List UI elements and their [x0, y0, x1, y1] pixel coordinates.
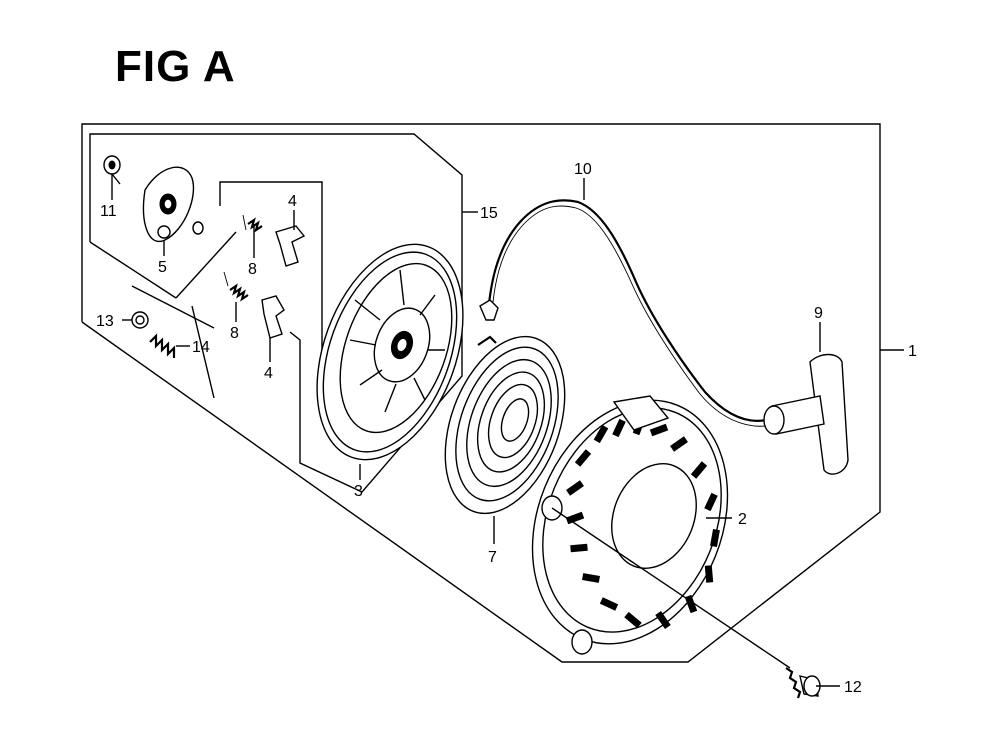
callout-14: 14 — [192, 339, 210, 356]
part-12-bolt — [785, 667, 821, 699]
callout-12: 12 — [844, 679, 862, 696]
part-10-starter-rope — [479, 199, 767, 427]
part-8-spring-lower — [223, 271, 249, 302]
callout-11: 11 — [100, 203, 117, 220]
callout-9: 9 — [814, 305, 823, 322]
figure-title: FIG A — [115, 42, 236, 91]
reel-subassembly-outline — [89, 133, 463, 493]
callout-7: 7 — [488, 549, 497, 566]
callout-5: 5 — [158, 259, 167, 276]
part-2-starter-case — [531, 395, 729, 655]
part-13-nut — [131, 311, 149, 329]
part-5-ratchet-plate — [142, 166, 204, 243]
callout-4-lower: 4 — [264, 365, 273, 382]
part-11-bolt — [103, 155, 121, 185]
callout-labels: 1 2 3 4 4 5 7 8 8 9 10 11 12 13 14 15 — [96, 161, 917, 696]
pawl-group-outline — [219, 181, 323, 384]
leader-lines — [111, 174, 904, 687]
callout-1: 1 — [908, 343, 917, 360]
part-7-recoil-spring — [444, 335, 566, 515]
part-9-starter-handle — [763, 353, 849, 475]
callout-13: 13 — [96, 313, 114, 330]
part-8-spring-upper — [242, 214, 263, 233]
callout-3: 3 — [354, 483, 363, 500]
part-4-pawl-lower — [261, 295, 285, 339]
callout-8-lower: 8 — [230, 325, 239, 342]
part-3-reel-pulley — [316, 243, 464, 461]
part-14-spring — [149, 333, 176, 358]
callout-10: 10 — [574, 161, 592, 178]
callout-15: 15 — [480, 205, 498, 222]
assembly-outline — [81, 123, 881, 663]
separator-lines — [131, 285, 215, 399]
callout-8-upper: 8 — [248, 261, 257, 278]
part-4-pawl-upper — [275, 225, 306, 267]
callout-4-upper: 4 — [288, 193, 297, 210]
callout-2: 2 — [738, 511, 747, 528]
